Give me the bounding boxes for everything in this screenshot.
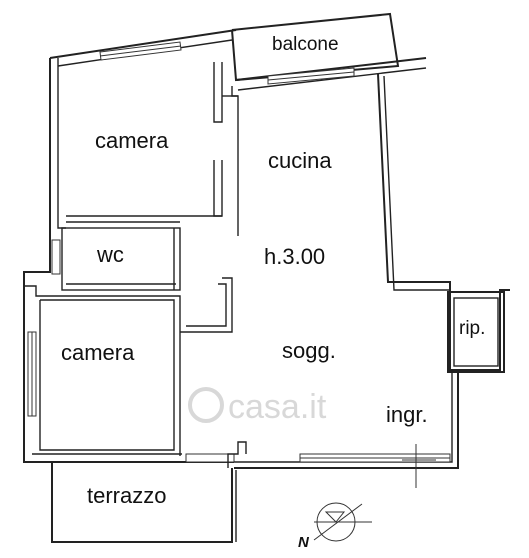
room-label-sogg: sogg.: [282, 338, 336, 363]
north-compass-icon: N: [298, 502, 372, 551]
north-label: N: [298, 534, 310, 551]
room-label-camera-bottom: camera: [61, 340, 135, 365]
watermark-text: casa.it: [228, 388, 327, 426]
room-label-ingr: ingr.: [386, 402, 428, 427]
room-label-balcone: balcone: [272, 34, 339, 55]
windows: [27, 41, 451, 463]
room-label-camera-top: camera: [95, 128, 169, 153]
room-label-rip: rip.: [459, 318, 485, 339]
room-label-terrazzo: terrazzo: [87, 483, 166, 508]
room-height-label: h.3.00: [264, 244, 325, 269]
room-label-cucina: cucina: [268, 148, 332, 173]
interior-walls: [24, 62, 436, 543]
watermark: casa.it: [188, 387, 327, 426]
room-label-wc: wc: [96, 242, 124, 267]
